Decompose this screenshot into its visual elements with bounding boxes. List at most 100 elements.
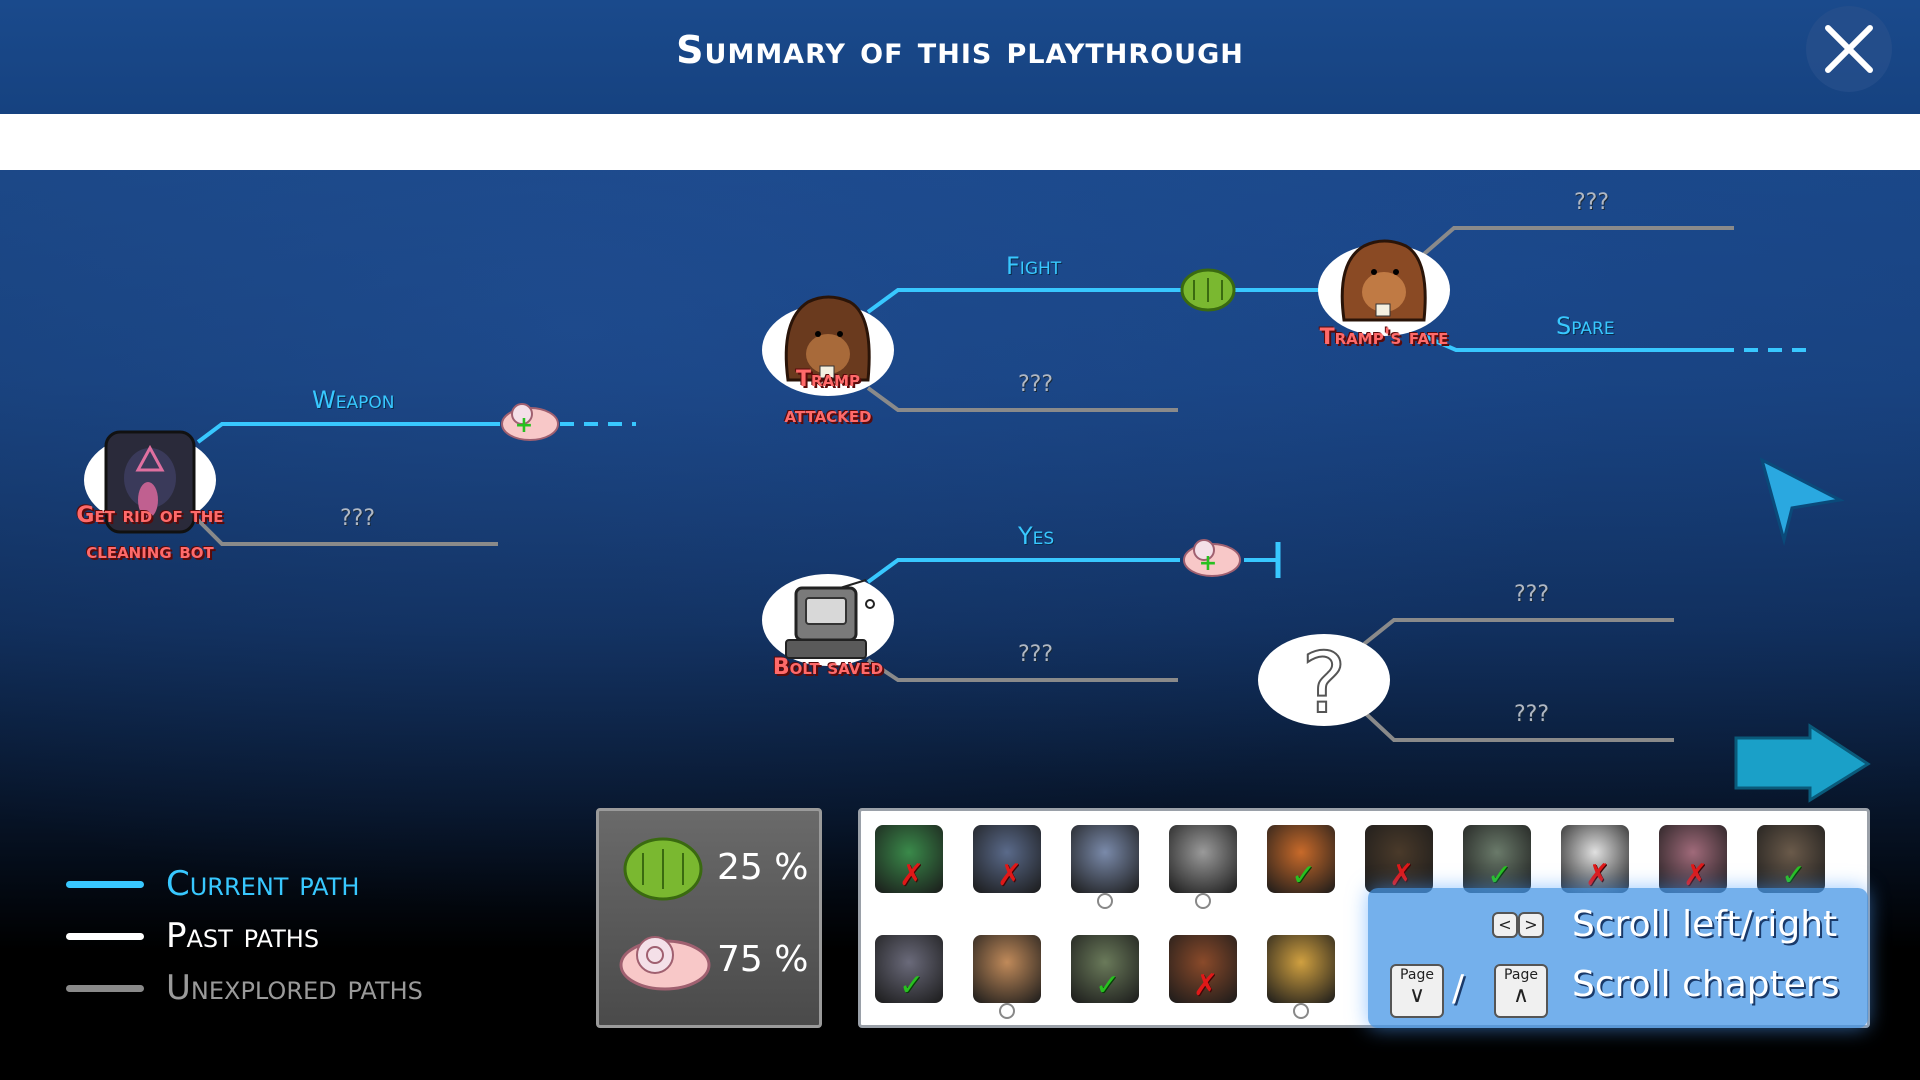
controls-hint: < > Scroll left/right Page ∨ / Page ∧ Sc… — [1368, 888, 1868, 1028]
legend-past-label: Past paths — [166, 916, 320, 956]
character-portrait[interactable] — [1261, 929, 1341, 1019]
dog-portrait-icon — [973, 935, 1041, 1003]
character-portrait[interactable]: ✗ — [1555, 819, 1635, 905]
legend-unexplored-swatch — [66, 984, 144, 992]
tramp-beaver-portrait-icon — [784, 295, 871, 382]
right-key-icon: > — [1518, 912, 1544, 938]
bolt-robot-portrait-icon — [785, 579, 875, 659]
svg-text:+: + — [1199, 551, 1217, 576]
hooded-mouse-portrait-icon — [1659, 825, 1727, 893]
legend-current-path: Current path — [66, 864, 359, 904]
node-label-line: Tramp — [795, 367, 861, 392]
character-portrait[interactable]: ✗ — [869, 819, 949, 905]
fox-portrait-icon — [1267, 825, 1335, 893]
bird-portrait-icon — [1071, 825, 1139, 893]
choice-yes[interactable]: Yes — [1018, 522, 1055, 550]
path-bot-unexplored — [196, 518, 498, 546]
tramps-fate-portrait-icon — [1340, 239, 1427, 322]
path-weapon — [196, 422, 500, 444]
cleaning-bot-portrait-icon — [104, 430, 196, 534]
unknown-status-icon — [1293, 1003, 1309, 1019]
node-unknown — [1258, 634, 1390, 726]
page-key-label: Page — [1504, 967, 1538, 983]
path-tramp-unexplored — [866, 386, 1178, 412]
rat-officer-portrait-icon — [1463, 825, 1531, 893]
cross-icon: ✗ — [1193, 968, 1219, 1003]
character-portrait[interactable]: ✓ — [869, 929, 949, 1015]
close-button[interactable] — [1806, 6, 1892, 92]
page-title: Summary of this playthrough — [676, 28, 1244, 72]
check-icon: ✓ — [1781, 858, 1807, 893]
path-unknown-lower — [1362, 710, 1674, 742]
character-portrait[interactable]: ✓ — [1751, 819, 1831, 905]
character-portrait[interactable]: ✓ — [1261, 819, 1341, 905]
unknown-status-icon — [1195, 893, 1211, 909]
characters-panel: ✗✗✓✗✓✗✗✓ ✓✓✗ — [858, 808, 1870, 1028]
check-icon: ✓ — [899, 968, 925, 1003]
fist-icon — [1180, 268, 1236, 312]
otter-portrait-icon — [1757, 825, 1825, 893]
stat-fist-row: 25 % — [599, 825, 819, 915]
unknown-choice: ??? — [1514, 702, 1550, 727]
unknown-choice: ??? — [1018, 642, 1054, 667]
character-portrait[interactable] — [1163, 819, 1243, 909]
hint-scroll-left-right: Scroll left/right — [1572, 904, 1838, 945]
page-key-label: Page — [1400, 967, 1434, 983]
unknown-choice: ??? — [1018, 372, 1054, 397]
character-portrait[interactable] — [1065, 819, 1145, 909]
page-down-key-icon: Page ∨ — [1390, 964, 1444, 1018]
check-icon: ✓ — [1487, 858, 1513, 893]
open-hand-icon: + — [1183, 539, 1241, 577]
legend-current-swatch — [66, 880, 144, 888]
close-icon — [1825, 25, 1873, 73]
cat-portrait-icon — [875, 935, 943, 1003]
unknown-status-icon — [1097, 893, 1113, 909]
hooded-woman-portrait-icon — [973, 825, 1041, 893]
legend-unexplored-label: Unexplored paths — [166, 968, 423, 1008]
path-fight — [866, 288, 1190, 314]
cross-icon: ✗ — [1683, 858, 1709, 893]
character-portrait[interactable]: ✗ — [967, 819, 1047, 905]
chevron-up-icon: ∧ — [1512, 983, 1530, 1008]
node-label-line: attacked — [784, 403, 872, 428]
hint-separator: / — [1452, 968, 1465, 1009]
fist-icon — [623, 837, 703, 901]
unknown-choice: ??? — [340, 506, 376, 531]
node-label-bolt-saved: Bolt saved — [772, 655, 884, 680]
choice-fight[interactable]: Fight — [1006, 252, 1062, 280]
character-portrait[interactable] — [967, 929, 1047, 1019]
legend-past-paths: Past paths — [66, 916, 319, 956]
path-yes — [866, 558, 1180, 584]
page-up-key-icon: Page ∧ — [1494, 964, 1548, 1018]
chapter-strip — [0, 114, 1920, 170]
duck-portrait-icon — [1561, 825, 1629, 893]
legend-current-label: Current path — [166, 864, 360, 904]
node-label-line: Get rid of the — [76, 503, 224, 528]
character-portrait[interactable]: ✗ — [1359, 819, 1439, 905]
chevron-down-icon: ∨ — [1408, 983, 1426, 1008]
character-portrait[interactable]: ✓ — [1457, 819, 1537, 905]
check-icon: ✓ — [1291, 858, 1317, 893]
cursor-icon — [1759, 457, 1845, 546]
character-portrait[interactable]: ✗ — [1653, 819, 1733, 905]
character-portrait[interactable]: ✗ — [1163, 929, 1243, 1015]
cross-icon: ✗ — [1585, 858, 1611, 893]
character-portrait[interactable]: ✓ — [1065, 929, 1145, 1015]
unknown-choice: ??? — [1514, 582, 1550, 607]
header-bar — [0, 0, 1920, 114]
goat-portrait-icon — [1169, 825, 1237, 893]
cross-icon: ✗ — [1389, 858, 1415, 893]
check-icon: ✓ — [1095, 968, 1121, 1003]
unknown-status-icon — [999, 1003, 1015, 1019]
choice-spare[interactable]: Spare — [1556, 312, 1615, 340]
node-label-tramp-attacked: Tramp attacked — [738, 362, 918, 434]
unknown-choice: ??? — [1574, 190, 1610, 215]
fox-officer-portrait-icon — [1267, 935, 1335, 1003]
choice-weapon[interactable]: Weapon — [312, 386, 395, 414]
choice-stats-panel: 25 % 75 % — [596, 808, 822, 1028]
hint-scroll-chapters: Scroll chapters — [1572, 964, 1840, 1005]
node-label-line: cleaning bot — [86, 539, 214, 564]
left-key-icon: < — [1492, 912, 1518, 938]
path-unknown-upper — [1362, 618, 1674, 646]
legend-unexplored-paths: Unexplored paths — [66, 968, 423, 1008]
